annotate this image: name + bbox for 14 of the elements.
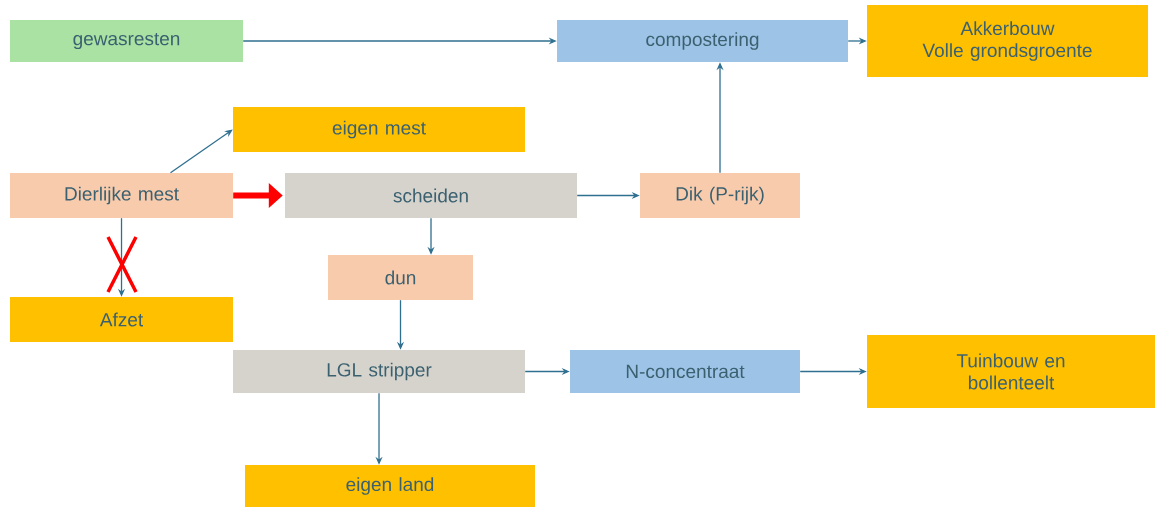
- process-box: N-concentraat: [570, 350, 800, 393]
- process-box: scheiden: [285, 173, 577, 218]
- process-box: compostering: [557, 20, 848, 62]
- process-box: LGL stripper: [233, 350, 525, 393]
- destination-box: Akkerbouw Volle grondsgroente: [867, 5, 1148, 77]
- destination-box: eigen mest: [233, 107, 525, 152]
- process-box: gewasresten: [10, 20, 243, 62]
- destination-box: Afzet: [10, 297, 233, 342]
- process-box: Dik (P-rijk): [640, 173, 800, 218]
- process-box: Dierlijke mest: [10, 173, 233, 218]
- destination-box: eigen land: [245, 465, 535, 507]
- process-box: dun: [328, 255, 473, 300]
- arrow: [169, 129, 233, 174]
- destination-box: Tuinbouw en bollenteelt: [867, 335, 1155, 408]
